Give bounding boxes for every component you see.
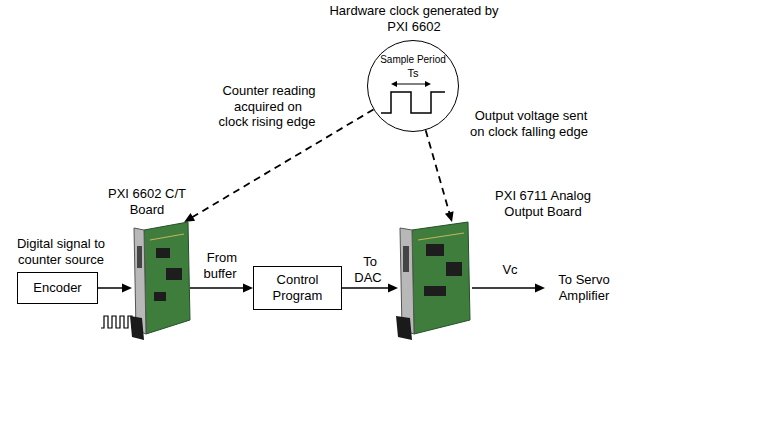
edge-label-text: Output voltage sent on clock falling edg… [470, 108, 590, 139]
process-box: Control Program [253, 266, 342, 310]
dashed-connector [426, 130, 450, 214]
panel-handle [396, 316, 412, 340]
edge-label: Output voltage sent on clock falling edg… [465, 108, 595, 139]
chip [426, 244, 444, 256]
edge-label-text: Counter reading acquired on clock rising… [219, 83, 318, 129]
connector-line [190, 287, 245, 289]
period-symbol: Ts [368, 67, 458, 80]
arrow-head [184, 213, 195, 222]
arrow-head [388, 284, 398, 293]
encoder-box: Encoder [17, 272, 98, 304]
connector-line [98, 287, 124, 289]
edge-label: To DAC [352, 254, 386, 285]
board-label: PXI 6602 C/T Board [92, 186, 202, 218]
counter-board: PXI 6602 C/T Board [132, 222, 190, 337]
arrow-head [445, 211, 454, 222]
node-text: Control Program [259, 272, 336, 303]
period-label: Sample Period [368, 54, 458, 66]
edge-label-text: From buffer [203, 250, 238, 281]
board-illustration [396, 222, 470, 340]
arrow-head [122, 284, 132, 293]
node-text: Encoder [33, 280, 81, 296]
trace [150, 234, 184, 240]
connector [98, 284, 132, 293]
output-board: PXI 6711 Analog Output Board [398, 222, 470, 337]
chip [424, 286, 446, 296]
signal-name: Vc [496, 262, 524, 278]
arrow-head [425, 81, 431, 87]
trace [418, 233, 464, 240]
connector [403, 246, 409, 272]
chip [446, 262, 462, 276]
clock-heading: Hardware clock generated by PXI 6602 [324, 3, 504, 35]
signal-note: Digital signal to counter source [2, 236, 120, 267]
circuit-board [144, 222, 190, 334]
circuit-board [412, 222, 470, 334]
clock-waveform [381, 92, 445, 113]
chip [166, 268, 182, 280]
connector-line [342, 287, 390, 289]
clock-circle: Hardware clock generated by PXI 6602Samp… [367, 40, 459, 132]
connector [137, 246, 142, 268]
output-wire [472, 287, 536, 289]
chip [154, 292, 166, 301]
connector [426, 130, 454, 222]
period-arrow [396, 84, 426, 85]
panel-handle [130, 316, 144, 340]
edge-label: Counter reading acquired on clock rising… [218, 83, 318, 130]
chip [156, 248, 170, 258]
edge-label-text: To DAC [354, 254, 383, 285]
edge-label: From buffer [191, 250, 251, 281]
arrow-head [535, 284, 545, 293]
destination-label: To Servo Amplifier [548, 272, 620, 303]
board-label: PXI 6711 Analog Output Board [478, 188, 608, 220]
arrow-head [243, 284, 253, 293]
arrow-head [391, 81, 397, 87]
board-illustration [130, 222, 190, 340]
connector [190, 284, 253, 293]
